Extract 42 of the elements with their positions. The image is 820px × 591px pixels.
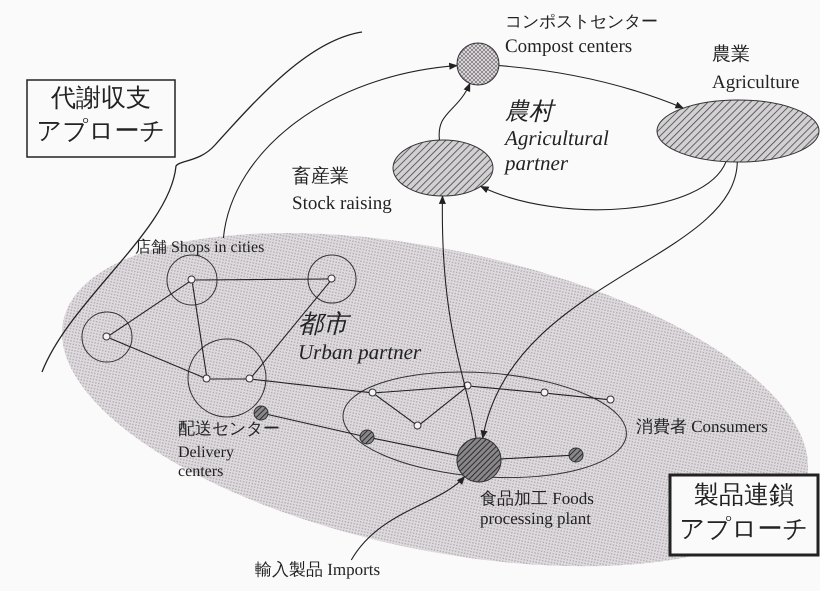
arrow [498, 65, 684, 109]
connector-line [420, 388, 466, 424]
arrow [438, 195, 477, 438]
arrow [222, 63, 458, 238]
node-label: 消費者 Consumers [636, 416, 769, 438]
connector-line [471, 386, 542, 394]
connector-line [253, 378, 370, 394]
node-label: Compost centers [505, 36, 634, 59]
node-label: 畜産業 [292, 166, 350, 189]
connector-line [252, 281, 330, 377]
connector-line [268, 414, 360, 436]
node-label: Urban partner [298, 340, 422, 366]
node-label: 食品加工 Foods processing plant [480, 488, 595, 530]
connector-line [110, 281, 190, 336]
node-label: Stock raising [292, 193, 393, 216]
node-label: Delivery centers [178, 442, 235, 482]
node-label: アプローチ [678, 515, 810, 545]
node-label: アプローチ [36, 117, 166, 147]
arrow [438, 82, 470, 140]
node-label: Agriculture [712, 72, 801, 95]
connector-line [192, 283, 208, 376]
connector-line [110, 338, 204, 378]
arrow [482, 162, 738, 440]
area-label: 農村 [505, 98, 585, 127]
area-label: Agricultural partner [505, 126, 610, 176]
node-label: 店舗 Shops in cities [134, 238, 266, 258]
connector-line [375, 394, 416, 424]
connector-line [548, 392, 608, 400]
node-label: コンポストセンター [505, 12, 659, 32]
node-label: 製品連鎖 [693, 481, 795, 511]
node-label: 都市 [298, 310, 378, 340]
connector-line [376, 386, 465, 394]
arrow [480, 161, 726, 210]
node-label: 農業 [712, 44, 751, 67]
node-label: 配送センター [178, 418, 281, 440]
connector-line [196, 278, 328, 281]
connector-line [210, 378, 246, 380]
arrow [350, 476, 466, 560]
connector-line [500, 454, 570, 460]
node-label: 輸入製品 Imports [255, 560, 382, 580]
node-label: 代謝収支 [50, 84, 152, 114]
connector-line [374, 438, 458, 456]
